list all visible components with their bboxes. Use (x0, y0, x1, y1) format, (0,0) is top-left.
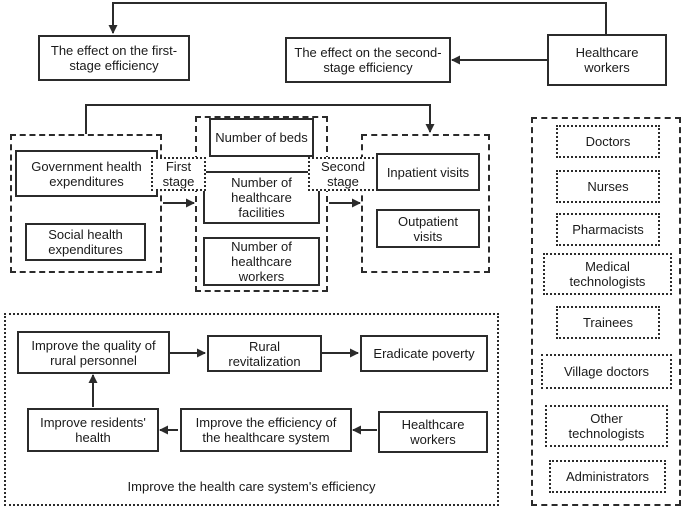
workforce-item-nurses: Nurses (556, 170, 660, 203)
arrow-effect-to-stages (85, 104, 435, 134)
second-stage-effect-box: The effect on the second-stage efficienc… (285, 37, 451, 83)
workforce-item-medical-technologists: Medical technologists (543, 253, 672, 295)
arrow-workers-to-first-stage (108, 2, 607, 34)
workforce-item-pharmacists: Pharmacists (556, 213, 660, 246)
workforce-group-frame (531, 117, 681, 506)
workforce-item-village-doctors: Village doctors (541, 354, 672, 389)
output-group-frame (361, 134, 490, 273)
number-of-workers-box: Number of healthcare workers (203, 237, 320, 286)
number-of-facilities-box: Number of healthcare facilities (203, 171, 320, 224)
improve-health-box: Improve residents' health (27, 408, 159, 452)
healthcare-workers-top-box: Healthcare workers (547, 34, 667, 86)
healthcare-workers-pathway-box: Healthcare workers (378, 411, 488, 453)
second-stage-label: Second stage (308, 157, 378, 191)
improve-efficiency-box: Improve the efficiency of the healthcare… (180, 408, 352, 452)
pathway-caption: Improve the health care system's efficie… (127, 479, 376, 494)
improve-quality-box: Improve the quality of rural personnel (17, 331, 170, 374)
first-stage-effect-box: The effect on the first-stage efficiency (38, 35, 190, 81)
government-health-expenditures-box: Government health expenditures (15, 150, 158, 197)
social-health-expenditures-box: Social health expenditures (25, 223, 146, 261)
number-of-beds-box: Number of beds (209, 118, 314, 157)
workforce-item-administrators: Administrators (549, 460, 666, 493)
rural-revitalization-box: Rural revitalization (207, 335, 322, 372)
pathway-group-frame (4, 313, 499, 506)
workforce-item-other-technologists: Other technologists (545, 405, 668, 447)
workforce-item-doctors: Doctors (556, 125, 660, 158)
input-group-frame (10, 134, 162, 273)
inpatient-visits-box: Inpatient visits (376, 153, 480, 191)
eradicate-poverty-box: Eradicate poverty (360, 335, 488, 372)
intermediate-group-frame (195, 116, 328, 292)
first-stage-label: First stage (151, 157, 206, 191)
workforce-item-trainees: Trainees (556, 306, 660, 339)
outpatient-visits-box: Outpatient visits (376, 209, 480, 248)
